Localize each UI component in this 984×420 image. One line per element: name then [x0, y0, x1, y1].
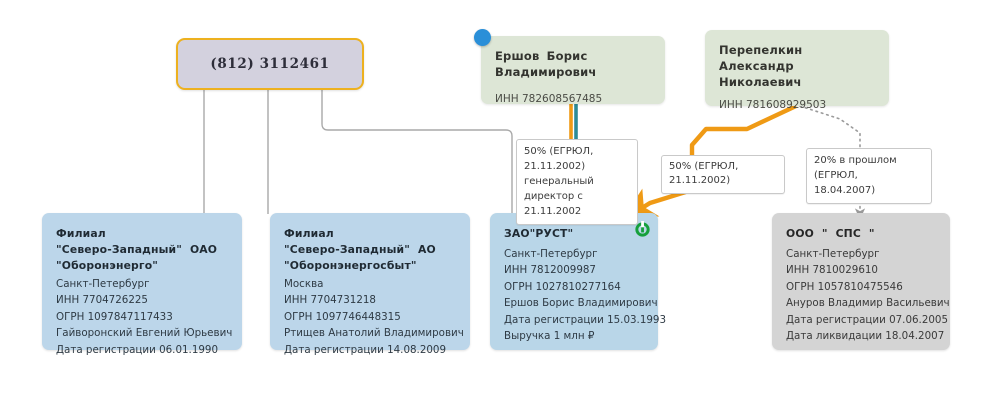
org-title-line1: Филиал	[284, 227, 334, 240]
org-line: ИНН 7810029610	[786, 264, 878, 277]
node-org-zao-rust[interactable]: ЗАО"РУСТ" Санкт-Петербург ИНН 7812009987…	[490, 213, 667, 350]
org-line: Дата регистрации 15.03.1993	[504, 313, 667, 326]
org-line: ИНН 7704731218	[284, 294, 376, 307]
edge-phone-to-zao-rust	[321, 90, 513, 214]
person-inn: ИНН 782608567485	[495, 93, 603, 105]
blue-dot-marker-icon	[474, 29, 491, 46]
person-name: Ершов Борис Владимирович	[495, 49, 597, 79]
node-org-branch-nw-ao[interactable]: Филиал "Северо-Западный" АО "Оборонэнерг…	[270, 213, 470, 356]
org-line: ИНН 7704726225	[56, 294, 148, 307]
org-title-line1: Филиал	[56, 227, 106, 240]
org-line: Дата регистрации 07.06.2005	[786, 313, 949, 326]
org-line: Дата регистрации 14.08.2009	[284, 343, 447, 356]
org-title-line3: "Оборонэнерго"	[56, 259, 159, 272]
org-line: Ртищев Анатолий Владимирович	[284, 327, 464, 340]
org-line: Гайворонский Евгений Юрьевич	[56, 327, 233, 340]
org-line: Выручка 1 млн ₽	[504, 330, 595, 343]
org-line: Москва	[284, 278, 324, 290]
org-line: ИНН 7812009987	[504, 264, 596, 277]
person-inn: ИНН 781608929503	[719, 99, 827, 111]
org-title: ООО " СПС "	[786, 227, 875, 240]
phone-label: (812) 3112461	[210, 56, 330, 72]
org-title-line2: "Северо-Западный" АО	[284, 243, 436, 256]
org-line: ОГРН 1097847117433	[56, 310, 173, 323]
edge-label-ershov-to-rust[interactable]: 50% (ЕГРЮЛ, 21.11.2002) генеральный дире…	[516, 139, 638, 225]
edge-label-perepelkin-to-rust[interactable]: 50% (ЕГРЮЛ, 21.11.2002)	[661, 155, 785, 194]
org-line: Санкт-Петербург	[504, 248, 598, 260]
edge-label-perepelkin-to-sps[interactable]: 20% в прошлом (ЕГРЮЛ, 18.04.2007)	[806, 148, 932, 204]
org-title: ЗАО"РУСТ"	[504, 227, 574, 240]
org-line: Ануров Владимир Васильевич	[786, 297, 950, 310]
green-ring-icon	[635, 221, 650, 237]
person-name: Перепелкин Александр Николаевич	[719, 42, 875, 90]
org-title: Филиал "Северо-Западный" АО "Оборонэнерг…	[284, 226, 457, 274]
node-phone[interactable]: (812) 3112461	[176, 38, 364, 90]
person-name-line2: Николаевич	[719, 75, 802, 89]
node-person-perepelkin[interactable]: Перепелкин Александр Николаевич ИНН 7816…	[705, 30, 889, 111]
node-org-ooo-sps[interactable]: ООО " СПС " Санкт-Петербург ИНН 78100296…	[772, 213, 950, 350]
org-line: Дата регистрации 06.01.1990	[56, 343, 219, 356]
org-line: ОГРН 1027810277164	[504, 280, 621, 293]
org-title: Филиал "Северо-Западный" ОАО "Оборонэнер…	[56, 226, 229, 274]
org-line: ОГРН 1097746448315	[284, 310, 401, 323]
node-org-branch-nw-oao[interactable]: Филиал "Северо-Западный" ОАО "Оборонэнер…	[42, 213, 242, 356]
org-line: Санкт-Петербург	[786, 248, 880, 260]
org-line: ОГРН 1057810475546	[786, 280, 903, 293]
org-line: Ершов Борис Владимирович	[504, 297, 658, 310]
person-name-line1: Перепелкин Александр	[719, 43, 803, 73]
org-line: Санкт-Петербург	[56, 278, 150, 290]
org-line: Дата ликвидации 18.04.2007	[786, 330, 945, 343]
org-title-line3: "Оборонэнергосбыт"	[284, 259, 417, 272]
org-title-line2: "Северо-Западный" ОАО	[56, 243, 218, 256]
node-person-ershov[interactable]: Ершов Борис Владимирович ИНН 78260856748…	[481, 36, 665, 105]
